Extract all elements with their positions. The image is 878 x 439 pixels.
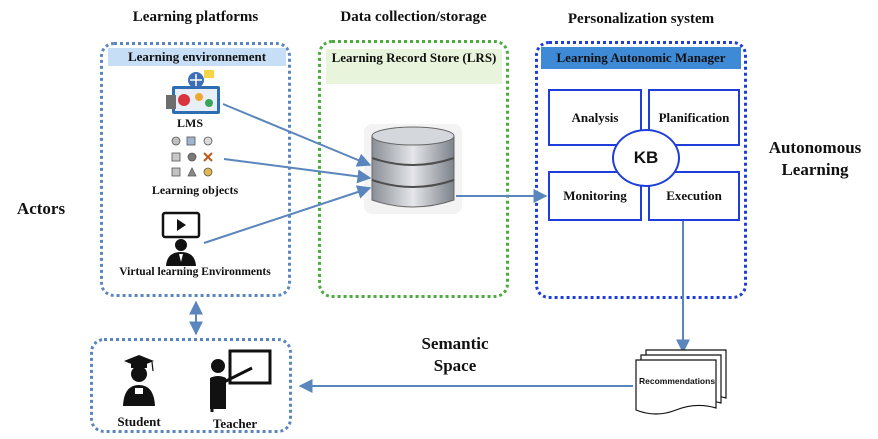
manager-title: Learning Autonomic Manager (541, 47, 741, 69)
learning-objects-label: Learning objects (151, 183, 239, 197)
student-label: Student (117, 414, 161, 429)
learning-objects-icon (171, 136, 213, 177)
planification-label: Planification (658, 109, 730, 125)
arrow-objects-to-lrs (223, 158, 372, 184)
lms-label: LMS (176, 116, 203, 130)
lrs-database-icon (364, 124, 462, 214)
planification-cell: Planification (648, 89, 740, 146)
personalization-box (535, 41, 747, 299)
autonomous-learning-label: Autonomous Learning (768, 138, 862, 179)
teacher-label: Teacher (212, 416, 258, 431)
actors-box (90, 338, 292, 433)
analysis-label: Analysis (571, 109, 619, 125)
execution-label: Execution (666, 188, 722, 203)
header-personalization: Personalization system (567, 11, 715, 27)
lms-icon (166, 70, 220, 114)
monitoring-label: Monitoring (563, 188, 627, 203)
execution-cell: Execution (648, 171, 740, 221)
kb-circle: KB (612, 129, 680, 187)
kb-label: KB (633, 148, 659, 167)
recommendations-icon (635, 349, 727, 415)
teacher-icon (210, 349, 272, 412)
arrow-lms-to-lrs (222, 103, 372, 167)
semantic-space-label: Semantic Space (421, 334, 489, 375)
student-icon (123, 355, 155, 406)
actors-label: Actors (16, 199, 66, 218)
vle-label: Virtual learning Environments (119, 266, 271, 278)
lrs-title: Learning Record Store (LRS) (326, 49, 502, 84)
arrow-vle-to-lrs (203, 185, 372, 244)
header-learning-platforms: Learning platforms (132, 9, 259, 25)
recommendations-label: Recommendations (639, 376, 716, 386)
learning-platforms-box (100, 42, 291, 297)
learning-environment-title: Learning environnement (108, 48, 286, 66)
vle-icon (161, 211, 201, 266)
header-data-collection: Data collection/storage (340, 9, 487, 25)
data-collection-box (318, 40, 509, 298)
